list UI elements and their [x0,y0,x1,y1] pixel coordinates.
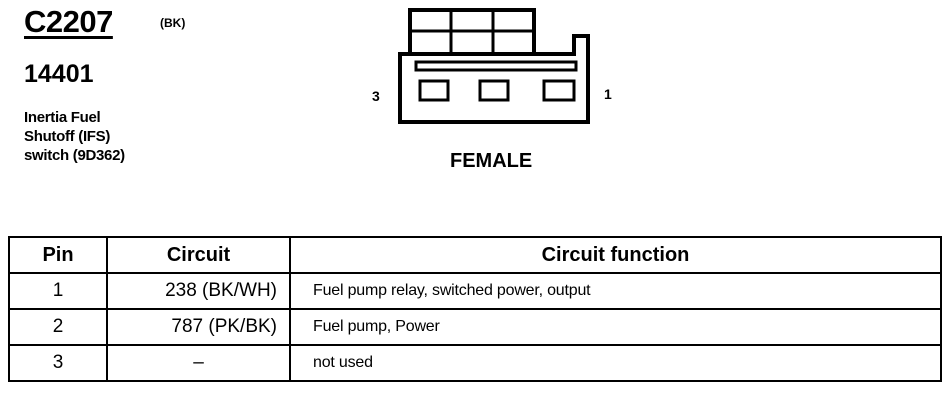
part-number: 14401 [24,60,94,88]
cell-circuit: 238 (BK/WH) [106,272,291,310]
description-line: switch (9D362) [24,147,125,164]
cell-function: Fuel pump, Power [289,308,942,346]
cell-pin: 2 [8,308,108,346]
connector-id: C2207 [24,4,113,39]
cell-function: not used [289,344,942,382]
connector-face-diagram [398,8,590,124]
table-row: 2 787 (PK/BK) Fuel pump, Power [8,308,942,346]
pin-label-3: 3 [372,88,380,104]
header-circuit-function: Circuit function [289,236,942,274]
pin-cavity-2 [478,79,510,102]
keying-bar [414,60,578,72]
table-row: 3 – not used [8,344,942,382]
cell-pin: 1 [8,272,108,310]
connector-gender: FEMALE [450,150,533,172]
connector-housing [398,34,590,124]
cell-circuit: – [106,344,291,382]
connector-color-code: (BK) [160,16,186,30]
table-header-row: Pin Circuit Circuit function [8,236,942,274]
description-line: Shutoff (IFS) [24,128,111,145]
pin-label-1: 1 [604,86,612,102]
cell-circuit: 787 (PK/BK) [106,308,291,346]
header-pin: Pin [8,236,108,274]
pin-cavity-3 [418,79,450,102]
cell-pin: 3 [8,344,108,382]
pin-cavity-1 [542,79,576,102]
cell-function: Fuel pump relay, switched power, output [289,272,942,310]
table-row: 1 238 (BK/WH) Fuel pump relay, switched … [8,272,942,310]
description-line: Inertia Fuel [24,109,101,126]
pinout-table: Pin Circuit Circuit function 1 238 (BK/W… [8,236,942,382]
header-circuit: Circuit [106,236,291,274]
component-description: Inertia Fuel Shutoff (IFS) switch (9D362… [24,108,125,165]
